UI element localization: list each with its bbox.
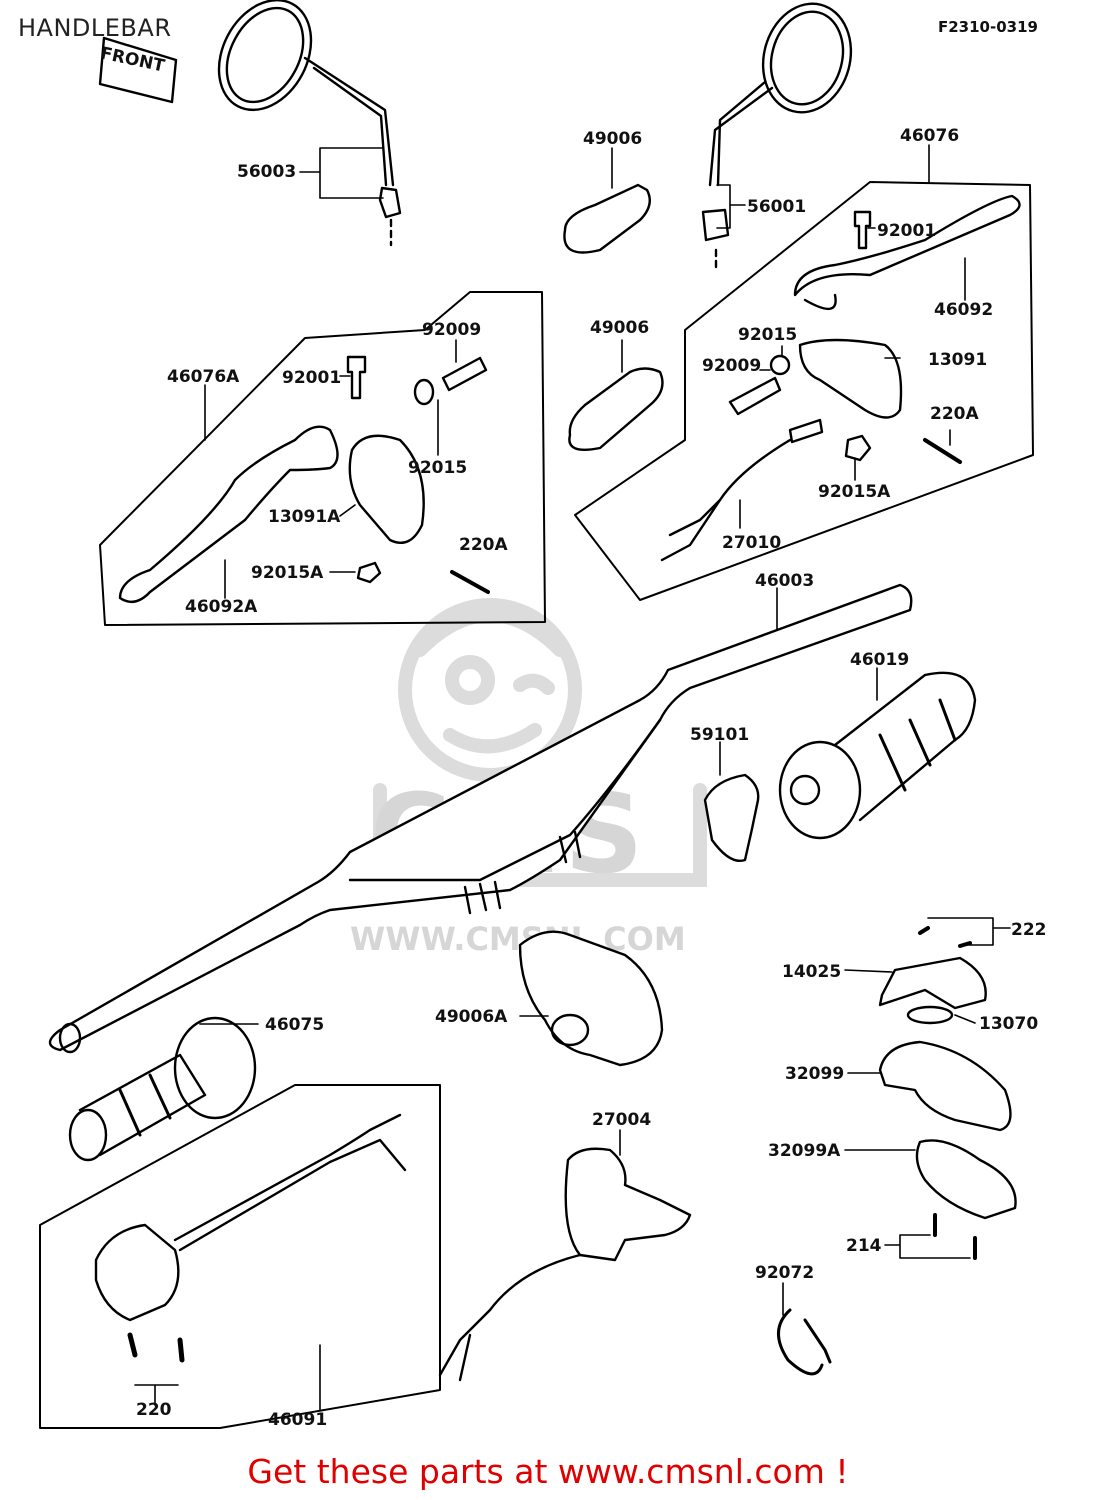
left-lever-kit-box [99, 291, 546, 626]
part-label-13091[interactable]: 13091 [928, 350, 988, 370]
cover-14025 [878, 956, 987, 1010]
left-mirror [217, 0, 402, 247]
left-switch-46091 [94, 1113, 407, 1363]
part-label-92072[interactable]: 92072 [755, 1263, 815, 1283]
part-label-46091[interactable]: 46091 [268, 1410, 328, 1430]
lever-boot-upper [563, 183, 651, 254]
part-label-46075[interactable]: 46075 [265, 1015, 325, 1035]
part-label-13091A[interactable]: 13091A [268, 507, 341, 527]
part-label-220[interactable]: 220 [136, 1400, 172, 1420]
lever-boot-lower [568, 367, 664, 452]
nut-92015A-right [844, 434, 872, 462]
part-label-92001-right[interactable]: 92001 [877, 221, 937, 241]
clamp-92072 [777, 1308, 832, 1376]
washer-92015-right [769, 354, 791, 376]
part-label-220A-right[interactable]: 220A [930, 404, 979, 424]
spring-13070 [906, 1005, 954, 1025]
lever-holder-13091A [348, 434, 425, 545]
nut-92015A-left [356, 561, 382, 584]
throttle-housing-49006A [518, 930, 664, 1067]
part-label-46092[interactable]: 46092 [934, 300, 994, 320]
part-label-46076[interactable]: 46076 [900, 126, 960, 146]
screws-222 [918, 926, 972, 948]
part-label-46076A[interactable]: 46076A [167, 367, 240, 387]
bolt-220A-left [450, 570, 490, 594]
handlebar-46003 [48, 583, 913, 1054]
bolt-220A-right [923, 438, 962, 464]
watermark-url: WWW.CMSNL.COM [350, 920, 686, 958]
part-label-92015A-left[interactable]: 92015A [251, 563, 324, 583]
switch-upper-32099 [878, 1040, 1012, 1132]
left-grip-46075 [68, 1016, 257, 1162]
part-label-92015-left[interactable]: 92015 [408, 458, 468, 478]
right-mirror [701, 2, 853, 270]
bolt-92001-right [853, 210, 872, 250]
part-label-214[interactable]: 214 [846, 1236, 882, 1256]
bolt-92009-right [728, 376, 782, 416]
part-label-14025[interactable]: 14025 [782, 962, 842, 982]
part-label-92001-left[interactable]: 92001 [282, 368, 342, 388]
right-lever [793, 194, 1021, 310]
part-label-49006-top[interactable]: 49006 [583, 129, 643, 149]
part-label-49006A[interactable]: 49006A [435, 1007, 508, 1027]
part-label-32099[interactable]: 32099 [785, 1064, 845, 1084]
part-label-46003[interactable]: 46003 [755, 571, 815, 591]
washer-92015-left [413, 378, 435, 406]
left-switch-kit-box [39, 1084, 441, 1429]
part-label-59101[interactable]: 59101 [690, 725, 750, 745]
throttle-guide-59101 [703, 773, 760, 862]
screws-214 [933, 1213, 977, 1260]
part-label-92015-right[interactable]: 92015 [738, 325, 798, 345]
lever-holder-13091 [798, 338, 903, 419]
part-label-32099A[interactable]: 32099A [768, 1141, 841, 1161]
clutch-switch-27010 [660, 418, 824, 562]
part-label-49006-mid[interactable]: 49006 [590, 318, 650, 338]
throttle-grip-46019 [778, 671, 977, 840]
part-label-46019[interactable]: 46019 [850, 650, 910, 670]
part-label-27010[interactable]: 27010 [722, 533, 782, 553]
part-label-27004[interactable]: 27004 [592, 1110, 652, 1130]
part-label-56001[interactable]: 56001 [747, 197, 807, 217]
bolt-92001-left [346, 355, 367, 400]
page-title: HANDLEBAR [18, 14, 172, 42]
part-label-56003[interactable]: 56003 [237, 162, 297, 182]
footer-cta-link[interactable]: Get these parts at www.cmsnl.com ! [247, 1452, 849, 1491]
part-label-92009-right[interactable]: 92009 [702, 356, 762, 376]
part-label-92009-left[interactable]: 92009 [422, 320, 482, 340]
diagram-code: F2310-0319 [938, 18, 1038, 36]
part-label-220A-left[interactable]: 220A [459, 535, 508, 555]
front-arrow-tag [98, 36, 178, 104]
left-lever [118, 425, 339, 604]
bolt-92009-left [441, 356, 488, 392]
part-label-13070[interactable]: 13070 [979, 1014, 1039, 1034]
switch-lower-32099A [915, 1139, 1017, 1220]
kill-switch-27004 [438, 1147, 692, 1382]
part-label-222[interactable]: 222 [1011, 920, 1047, 940]
part-label-46092A[interactable]: 46092A [185, 597, 258, 617]
right-lever-kit-box [574, 181, 1034, 601]
part-label-92015A-right[interactable]: 92015A [818, 482, 891, 502]
